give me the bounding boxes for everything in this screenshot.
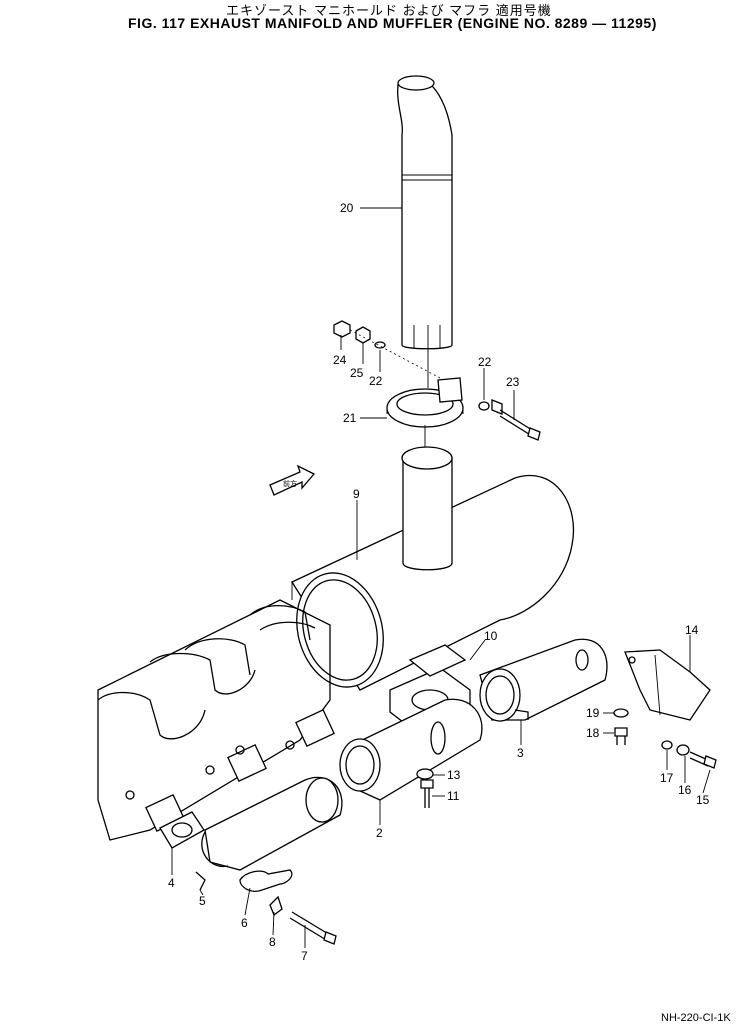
middle-hardware xyxy=(416,768,434,808)
callout-11: 11 xyxy=(447,789,460,803)
callout-18: 18 xyxy=(586,726,600,740)
callout-20: 20 xyxy=(340,201,354,215)
callout-21: 21 xyxy=(343,411,357,425)
drawing-code: NH-220-CI-1K xyxy=(661,1012,731,1024)
figure-title: FIG. 117 EXHAUST MANIFOLD AND MUFFLER (E… xyxy=(128,15,657,31)
callout-22: 22 xyxy=(478,355,492,369)
front-direction-arrow: 前方 xyxy=(269,464,316,496)
callout-14: 14 xyxy=(685,623,699,637)
muffler-part-9 xyxy=(291,446,574,691)
callout-24: 24 xyxy=(333,353,347,367)
callout-19: 19 xyxy=(586,706,600,720)
callout-4: 4 xyxy=(168,876,175,890)
front-hardware xyxy=(195,869,337,945)
callout-8: 8 xyxy=(269,935,276,949)
callout-3: 3 xyxy=(517,746,524,760)
bracket-part-14 xyxy=(624,649,711,721)
callout-9: 9 xyxy=(353,487,360,501)
callout-6: 6 xyxy=(241,916,248,930)
tail-pipe-part-20 xyxy=(397,75,453,350)
callout-23: 23 xyxy=(506,375,520,389)
callout-10: 10 xyxy=(484,629,498,643)
direction-label: 前方 xyxy=(283,479,297,488)
gasket-part-4 xyxy=(159,811,205,849)
manifold-middle-part-2 xyxy=(339,698,483,801)
clamp-hardware xyxy=(333,320,541,441)
callout-17: 17 xyxy=(660,771,674,785)
callout-15: 15 xyxy=(696,793,710,807)
clamp-part-21 xyxy=(386,377,464,428)
callout-16: 16 xyxy=(678,783,692,797)
callout-13: 13 xyxy=(447,768,461,782)
callout-7: 7 xyxy=(301,949,308,963)
manifold-rear-part-3 xyxy=(479,638,608,722)
callout-5: 5 xyxy=(199,894,206,908)
bracket-hardware-15-17 xyxy=(661,740,717,769)
rear-hardware-18-19 xyxy=(613,708,629,745)
callout-22: 22 xyxy=(369,374,383,388)
callout-numbers: 20 24 25 22 22 23 21 9 10 14 19 18 3 13 … xyxy=(168,201,710,963)
title-japanese: エキゾースト マニホールド および マフラ 適用号機 xyxy=(226,3,552,18)
callout-25: 25 xyxy=(350,366,364,380)
manifold-front xyxy=(201,776,343,871)
callout-2: 2 xyxy=(376,826,383,840)
engine-block xyxy=(97,599,335,841)
leader-lines xyxy=(171,207,711,948)
